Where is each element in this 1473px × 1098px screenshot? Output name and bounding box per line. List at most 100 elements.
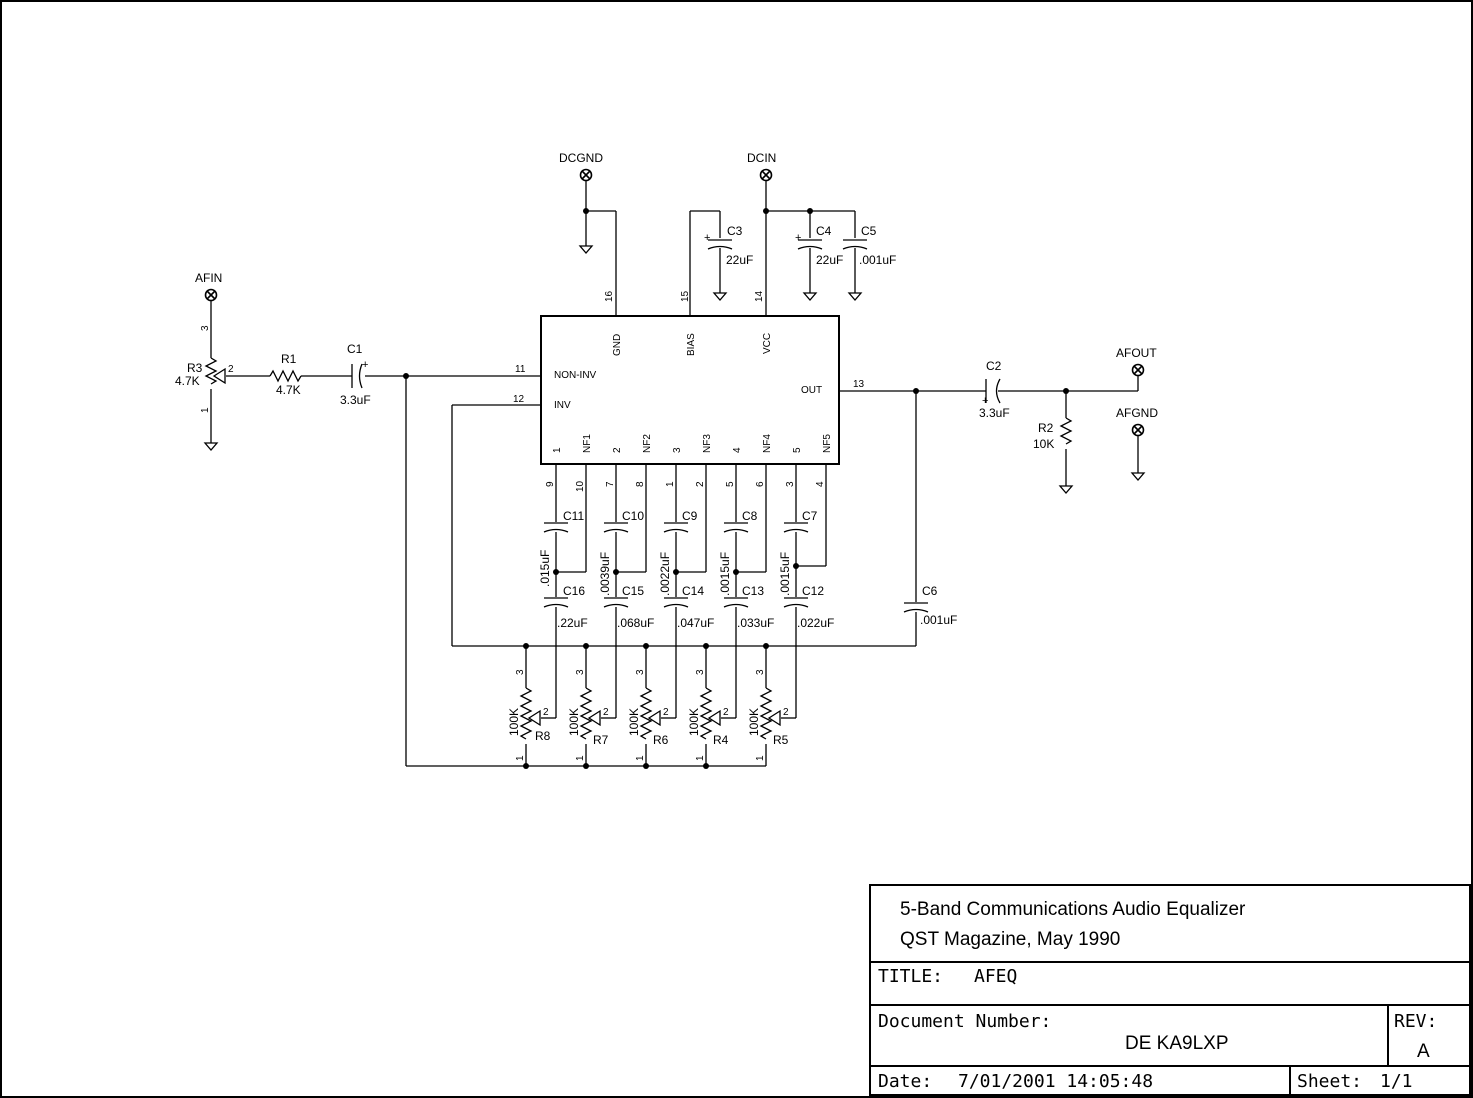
sheet-label: Sheet: (1297, 1071, 1362, 1092)
c4-ref: C4 (816, 224, 832, 238)
c9-value: .0022uF (658, 552, 672, 596)
c6-value: .001uF (920, 613, 957, 627)
ground-icon (1059, 477, 1073, 494)
title-block (869, 884, 1471, 1096)
r8-pin3: 3 (515, 669, 526, 675)
c8-ref: C8 (742, 509, 758, 523)
pin-number-5: 5 (725, 481, 736, 487)
r5-ref: R5 (773, 733, 789, 747)
c15-ref: C15 (622, 584, 644, 598)
r5-pin3: 3 (755, 669, 766, 675)
r3-pin2: 2 (228, 364, 234, 375)
title-label: TITLE: (878, 966, 943, 987)
pin-number-4: 4 (815, 481, 826, 487)
junction-dot (583, 208, 589, 214)
ground-icon (579, 237, 593, 254)
c14-value: .047uF (677, 616, 714, 630)
ic-pin-inv: INV (554, 400, 571, 411)
r3-ref: R3 (187, 361, 203, 375)
r4-pin2: 2 (723, 707, 729, 718)
r7-value: 100K (567, 708, 581, 736)
polarity-plus: + (362, 359, 368, 371)
r7-pin3: 3 (575, 669, 586, 675)
wires-feedback (451, 404, 916, 647)
ic-pin-nf4: NF4 (762, 434, 773, 453)
r2-value: 10K (1033, 437, 1054, 451)
c5-ref: C5 (861, 224, 877, 238)
r8-ref: R8 (535, 729, 551, 743)
junction-dot (913, 388, 919, 394)
pin-number-8: 8 (635, 481, 646, 487)
c7-ref: C7 (802, 509, 818, 523)
r6-pin2: 2 (663, 707, 669, 718)
r6-pin1: 1 (635, 755, 646, 761)
c1-value: 3.3uF (340, 393, 371, 407)
r2-ref: R2 (1038, 421, 1054, 435)
capacitor-c9-icon (663, 522, 689, 533)
capacitor-c10-icon (603, 522, 629, 533)
potentiometer-r7-icon (579, 687, 601, 740)
r4-value: 100K (687, 708, 701, 736)
c2-value: 3.3uF (979, 406, 1010, 420)
r5-pin1: 1 (755, 755, 766, 761)
c11-ref: C11 (563, 509, 584, 523)
capacitor-c6-icon (903, 602, 929, 613)
ic-pin-b3: 3 (672, 447, 683, 453)
ic-pin-gnd: GND (612, 334, 623, 356)
terminal-dcgnd-icon (579, 168, 593, 182)
wires-top (585, 180, 856, 316)
label-dcgnd: DCGND (559, 151, 603, 165)
c12-value: .022uF (797, 616, 834, 630)
ground-icon (204, 434, 218, 451)
junction-dot (807, 208, 813, 214)
c15-value: .068uF (617, 616, 654, 630)
terminal-afgnd-icon (1131, 423, 1145, 437)
r7-pin2: 2 (603, 707, 609, 718)
pin-number-6: 6 (755, 481, 766, 487)
capacitor-c16-icon (543, 597, 569, 608)
pin-number-1: 1 (665, 481, 676, 487)
r3-pin3: 3 (200, 325, 211, 331)
r7-ref: R7 (593, 733, 609, 747)
r8-pin2: 2 (543, 707, 549, 718)
c4-value: 22uF (816, 253, 843, 267)
potentiometer-r6-icon (639, 687, 661, 740)
polarity-plus: + (795, 232, 801, 244)
pin-number-16: 16 (604, 290, 615, 302)
ground-icon (848, 284, 862, 301)
ground-icon (803, 284, 817, 301)
c13-ref: C13 (742, 584, 764, 598)
c6-ref: C6 (922, 584, 938, 598)
ic-pin-out: OUT (801, 385, 822, 396)
capacitor-c11-icon (543, 522, 569, 533)
sheet-value: 1/1 (1380, 1071, 1413, 1092)
c14-ref: C14 (682, 584, 704, 598)
pin-number-13: 13 (853, 379, 865, 390)
ic-pin-b2: 2 (612, 447, 623, 453)
ic-pin-bias: BIAS (686, 333, 697, 356)
title-value: AFEQ (974, 966, 1017, 987)
label-afout: AFOUT (1116, 346, 1157, 360)
ic-pin-nf2: NF2 (642, 434, 653, 453)
junction-dot (1063, 388, 1069, 394)
r8-pin1: 1 (515, 755, 526, 761)
r6-value: 100K (627, 708, 641, 736)
title-block-line1: 5-Band Communications Audio Equalizer (900, 899, 1246, 920)
capacitor-c13-icon (723, 597, 749, 608)
label-afgnd: AFGND (1116, 406, 1158, 420)
ic-pin-b4: 4 (732, 447, 743, 453)
label-afin: AFIN (195, 271, 222, 285)
capacitor-c8-icon (723, 522, 749, 533)
pin-number-15: 15 (680, 290, 691, 302)
ic-pin-b5: 5 (792, 447, 803, 453)
c7-value: .0015uF (778, 552, 792, 596)
pin-number-7: 7 (605, 481, 616, 487)
ic-pin-noninv: NON-INV (554, 370, 597, 381)
potentiometer-r4-icon (699, 687, 721, 740)
pot-wiper-arrow (212, 367, 226, 385)
ic-pin-vcc: VCC (762, 333, 773, 354)
capacitor-c3-icon (707, 239, 733, 250)
r4-pin3: 3 (695, 669, 706, 675)
r4-ref: R4 (713, 733, 729, 747)
r6-ref: R6 (653, 733, 669, 747)
